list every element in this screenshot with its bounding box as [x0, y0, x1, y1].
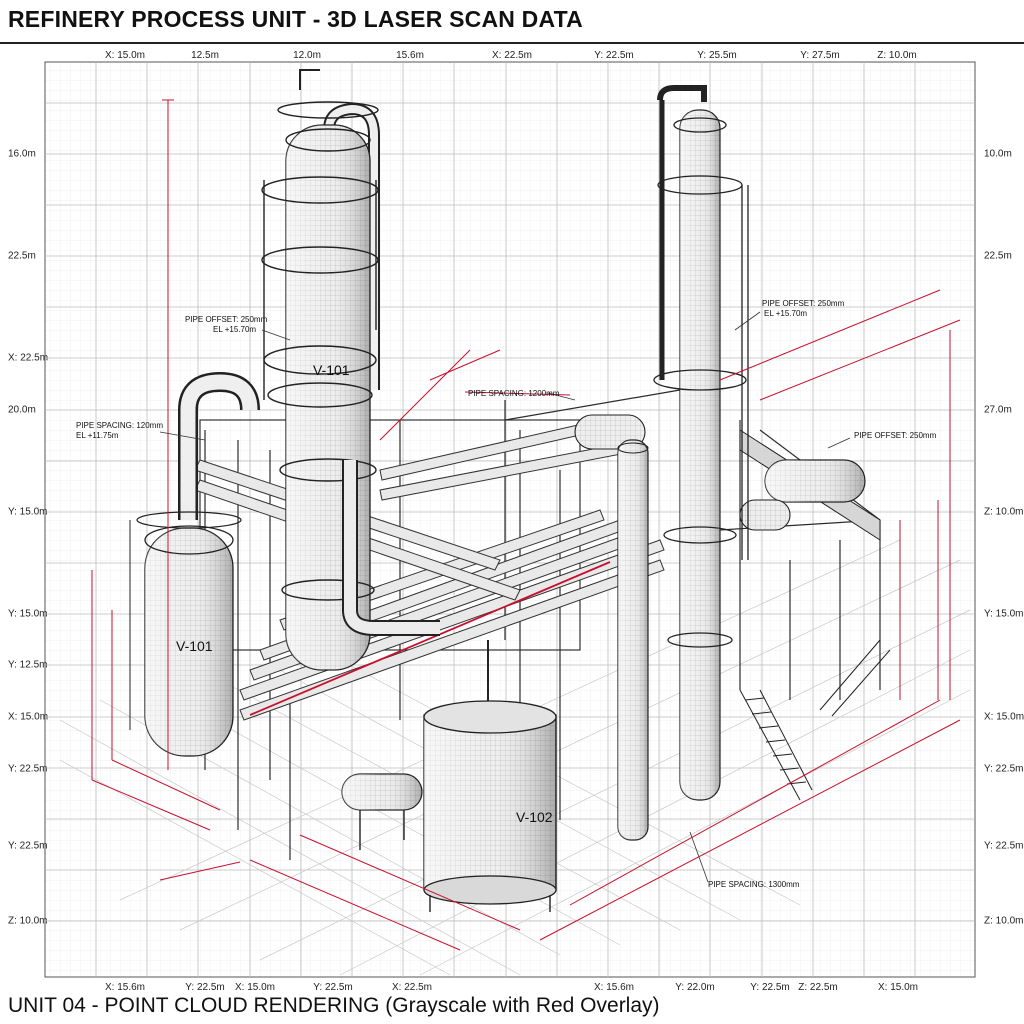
left-tick: 20.0m	[8, 404, 36, 416]
bottom-tick: X: 15.6m	[104, 982, 146, 993]
right-tick: Y: 22.5m	[984, 763, 1024, 775]
callout-pipe-spacing-bottom: PIPE SPACING: 1300mm	[708, 880, 800, 889]
storage-tank-icon: V-102	[423, 640, 557, 912]
left-tick: X: 22.5m	[8, 352, 49, 364]
left-tick: 16.0m	[8, 148, 36, 160]
callout-elevation-right: EL +15.70m	[764, 309, 807, 318]
right-tick: X: 15.0m	[984, 711, 1024, 723]
left-tick: Z: 10.0m	[8, 915, 48, 927]
left-tick: Y: 15.0m	[8, 506, 48, 518]
front-drum	[341, 773, 423, 850]
callout-pipe-offset-left: PIPE OFFSET: 250mm	[185, 315, 268, 324]
right-tick: 22.5m	[984, 250, 1012, 262]
column-small	[617, 439, 649, 841]
top-tick: Y: 27.5m	[800, 50, 840, 61]
right-tick: 27.0m	[984, 404, 1012, 416]
left-tick: Y: 12.5m	[8, 659, 48, 671]
top-tick: 12.5m	[191, 50, 219, 61]
top-tick: X: 15.0m	[104, 50, 146, 61]
bottom-tick: X: 22.5m	[391, 982, 433, 993]
vertical-drum-icon: V-101	[129, 371, 260, 757]
callout-elevation-left: EL +15.70m	[213, 325, 256, 334]
left-tick: Y: 15.0m	[8, 608, 48, 620]
tank-tag: V-102	[516, 809, 553, 825]
bottom-tick: X: 15.0m	[234, 982, 276, 993]
bottom-tick: Y: 22.0m	[675, 982, 715, 993]
right-tick: Z: 10.0m	[984, 915, 1024, 927]
left-tick: X: 15.0m	[8, 711, 49, 723]
top-tick: 12.0m	[293, 50, 321, 61]
right-tick: Z: 10.0m	[984, 506, 1024, 518]
callout-leaders	[159, 311, 851, 883]
callout-pipe-offset-right: PIPE OFFSET: 250mm	[762, 299, 845, 308]
callout-pipe-spacing-mid: PIPE SPACING: 1200mm	[468, 389, 560, 398]
left-tick: Y: 22.5m	[8, 763, 48, 775]
column-tag: V-101	[313, 362, 350, 378]
callout-pipe-spacing-left: PIPE SPACING: 120mm	[76, 421, 163, 430]
title-divider	[0, 42, 1024, 44]
drum-tag: V-101	[176, 638, 213, 654]
top-tick: Z: 10.0m	[877, 50, 917, 61]
red-dimension-overlay	[91, 99, 961, 951]
page-title: REFINERY PROCESS UNIT - 3D LASER SCAN DA…	[8, 6, 583, 32]
bottom-tick: Y: 22.5m	[313, 982, 353, 993]
right-tick: Y: 22.5m	[984, 840, 1024, 852]
right-tick: 10.0m	[984, 148, 1012, 160]
right-structure	[574, 414, 891, 801]
callouts: PIPE OFFSET: 250mm EL +15.70m PIPE SPACI…	[76, 299, 937, 889]
left-tick: 22.5m	[8, 250, 36, 262]
distillation-column-icon: V-101	[261, 69, 440, 671]
left-tick: Y: 22.5m	[8, 840, 48, 852]
callout-pipe-offset-far-right: PIPE OFFSET: 250mm	[854, 431, 937, 440]
stair-icon	[739, 639, 891, 801]
bottom-tick: Z: 22.5m	[798, 982, 838, 993]
column-right	[653, 85, 749, 801]
page-caption: UNIT 04 - POINT CLOUD RENDERING (Graysca…	[8, 994, 660, 1017]
top-tick: Y: 25.5m	[697, 50, 737, 61]
bottom-tick: Y: 22.5m	[185, 982, 225, 993]
top-tick: Y: 22.5m	[594, 50, 634, 61]
top-tick: 15.6m	[396, 50, 424, 61]
right-tick: Y: 15.0m	[984, 608, 1024, 620]
bottom-tick: X: 15.6m	[593, 982, 635, 993]
callout-elevation-left-2: EL +11.75m	[76, 431, 119, 440]
top-tick: X: 22.5m	[491, 50, 533, 61]
bottom-tick: Y: 22.5m	[750, 982, 790, 993]
bottom-tick: X: 15.0m	[877, 982, 919, 993]
